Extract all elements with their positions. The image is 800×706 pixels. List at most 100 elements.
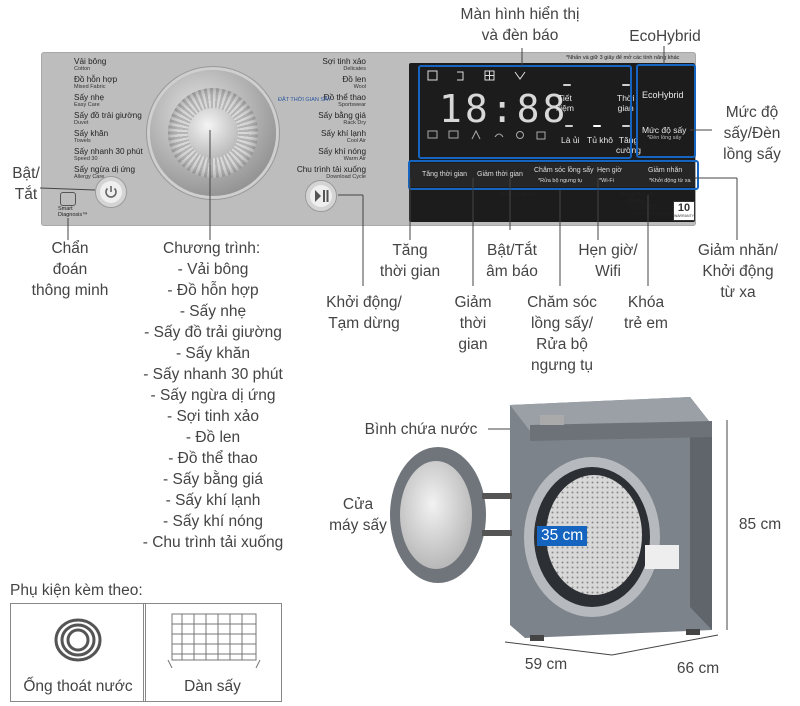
indicator-dash [622, 84, 630, 86]
program-item: - Sấy ngừa dị ứng [150, 387, 276, 404]
display-label-line2: và đèn báo [481, 27, 559, 44]
lock-sub-text: *Khóa Trẻ em [621, 192, 655, 198]
power-button[interactable] [95, 176, 127, 208]
warranty-badge: 10 WARRANTY [673, 201, 695, 221]
drum-care-label: Chăm sóc lồng sấy/ Rửa bộ ngưng tụ [527, 294, 597, 374]
display-callout [418, 65, 632, 159]
play-pause-icon [315, 190, 329, 202]
dial-knob [168, 88, 258, 178]
display-bottom-icons [427, 129, 546, 140]
start-pause-button[interactable] [305, 180, 337, 212]
drying-level-label: Mức độ sấy/Đèn lồng sấy [723, 104, 781, 163]
button-tang-thoi-gian[interactable]: Tăng thời gian [422, 171, 468, 178]
program-item: - Sấy đồ trải giường [144, 324, 282, 341]
button-strip [409, 163, 695, 187]
wrinkle-label: Giảm nhăn/ Khởi động từ xa [697, 242, 779, 301]
program-item: - Đồ hỗn hợp [167, 282, 259, 299]
indicator-dash [622, 125, 630, 127]
smart-diagnosis-text: Smart Diagnosis™ [58, 206, 88, 218]
display-time-digits: 18:88 [439, 87, 569, 131]
power-label: Bật/ Tắt [12, 165, 40, 203]
height-label: 85 cm [738, 516, 782, 533]
accessories-title: Phụ kiện kèm theo: [10, 582, 143, 599]
display-label: Màn hình hiển thị và đèn báo [430, 4, 610, 46]
display-status-icons [427, 70, 526, 81]
ecohybrid-label: EcoHybrid [629, 28, 701, 45]
accessory-rack: Dàn sấy [143, 603, 282, 702]
button-giam-thoi-gian[interactable]: Giảm thời gian [477, 171, 523, 178]
display-muc-do-say: Mức độ sấy *Đèn lồng sấy [642, 125, 687, 141]
power-icon [105, 186, 117, 198]
child-lock-label: Khóa trẻ em [624, 294, 668, 332]
program-item: - Sấy nhẹ [179, 303, 247, 320]
start-pause-label: Khởi động/ Tạm dừng [326, 294, 402, 332]
dual-inverter-badge: DUAL INVERTER COMPRESSOR MOTOR [628, 199, 673, 216]
timer-label: Hẹn giờ/ Wifi [578, 242, 638, 280]
buttons-callout [408, 160, 699, 190]
display-label-line1: Màn hình hiển thị [460, 6, 580, 23]
program-item: - Sấy khăn [175, 345, 251, 362]
depth-label: 66 cm [676, 660, 720, 677]
accessory-hose: Ống thoát nước [10, 603, 146, 702]
width-label: 59 cm [524, 656, 568, 673]
program-item: - Sấy bằng giá [163, 471, 263, 488]
sound-label: Bật/Tắt âm báo [486, 242, 538, 280]
hose-label: Ống thoát nước [23, 678, 133, 695]
indicator-dash [565, 125, 573, 127]
increase-time-label: Tăng thời gian [379, 242, 441, 280]
hose-icon [54, 618, 102, 662]
program-item: - Vải bông [177, 261, 249, 278]
button-giam-nhan[interactable]: Giảm nhăn *Khởi động từ xa [648, 167, 691, 184]
dial-center [188, 108, 238, 158]
programs-callout: Chương trình: - Vải bông - Đồ hỗn hợp - Sấ… [130, 238, 300, 553]
door-label: Cửa máy sấy [329, 496, 387, 534]
button-cham-soc[interactable]: Chăm sóc lồng sấy *Rửa bộ ngưng tụ [534, 167, 594, 184]
sound-sub-text: *Bật/Tắt âm báo [500, 192, 540, 198]
programs-title: Chương trình: [163, 240, 261, 257]
ecohybrid-callout [636, 64, 696, 158]
program-item: - Chu trình tải xuống [142, 534, 284, 551]
long-press-notice: *Nhấn và giữ 3 giây để mở các tính năng … [566, 55, 680, 61]
program-item: - Sấy khí nóng [163, 513, 263, 530]
water-tank-label: Bình chứa nước [364, 421, 478, 438]
program-item: - Sấy nhanh 30 phút [143, 366, 283, 383]
decrease-time-label: Giảm thời gian [454, 294, 492, 353]
drum-size-badge: 35 cm [537, 526, 588, 546]
program-item: - Sợi tinh xảo [166, 408, 259, 425]
rack-label: Dàn sấy [184, 678, 241, 695]
rack-icon [167, 613, 261, 669]
drying-time-text: ĐẶT THỜI GIAN SẤY [278, 97, 332, 103]
smart-diagnosis-label: Chẩn đoán thông minh [31, 240, 109, 299]
indicator-dash [563, 84, 571, 86]
button-hen-gio[interactable]: Hẹn giờ *Wi-Fi [597, 167, 622, 184]
display-tu-kho: Tủ khô [587, 135, 613, 145]
display-la-ui: Là ủi [561, 135, 580, 145]
program-dial[interactable] [150, 70, 276, 196]
smart-diagnosis-icon [60, 192, 76, 206]
programs-items: - Vải bông - Đồ hỗn hợp - Sấy nhẹ - Sấy đồ … [130, 259, 296, 553]
program-item: - Đồ len [185, 429, 241, 446]
program-item: - Đồ thể thao [168, 450, 258, 467]
dryer-illustration [390, 397, 712, 641]
